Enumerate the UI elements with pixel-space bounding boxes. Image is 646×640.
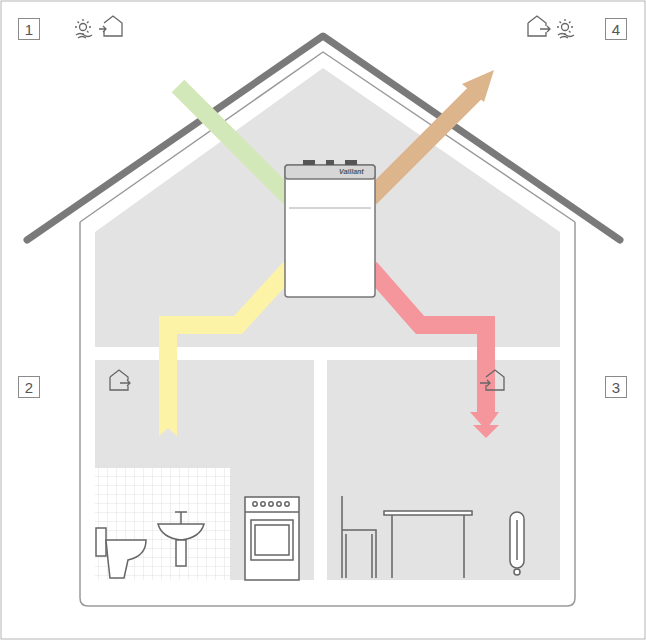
brand-logo: Vaillant bbox=[339, 168, 364, 175]
oven bbox=[245, 497, 299, 580]
supply-room-icon bbox=[480, 370, 504, 390]
supply-arrowhead-body bbox=[470, 412, 499, 430]
ventilation-unit bbox=[285, 160, 375, 297]
exhaust-air-icon bbox=[528, 16, 574, 38]
outdoor-air-icon bbox=[75, 16, 122, 38]
toilet bbox=[96, 528, 146, 578]
extract-air-band bbox=[168, 268, 290, 436]
extract-room-icon bbox=[110, 370, 130, 390]
callout-box: 4 bbox=[605, 18, 627, 40]
room-left bbox=[95, 360, 314, 580]
callout-box: 3 bbox=[605, 376, 627, 398]
extract-tail-notch bbox=[159, 428, 177, 436]
wall-tiles bbox=[95, 468, 230, 580]
callout-number: 1 bbox=[25, 22, 33, 37]
room-right bbox=[327, 360, 560, 580]
callout-number: 2 bbox=[25, 380, 33, 395]
callout-box: 1 bbox=[18, 18, 40, 40]
outdoor-air-band bbox=[178, 86, 290, 198]
chair bbox=[342, 496, 376, 578]
radiator bbox=[510, 512, 524, 575]
callout-number: 4 bbox=[612, 22, 620, 37]
supply-air-band bbox=[370, 268, 486, 414]
callout-box: 2 bbox=[18, 376, 40, 398]
callout-number: 3 bbox=[612, 380, 620, 395]
exhaust-air-band bbox=[370, 90, 478, 198]
sink bbox=[158, 512, 204, 566]
exhaust-arrowhead bbox=[462, 70, 494, 102]
air-flows bbox=[168, 86, 486, 436]
attic bbox=[95, 68, 560, 347]
table bbox=[384, 511, 472, 578]
